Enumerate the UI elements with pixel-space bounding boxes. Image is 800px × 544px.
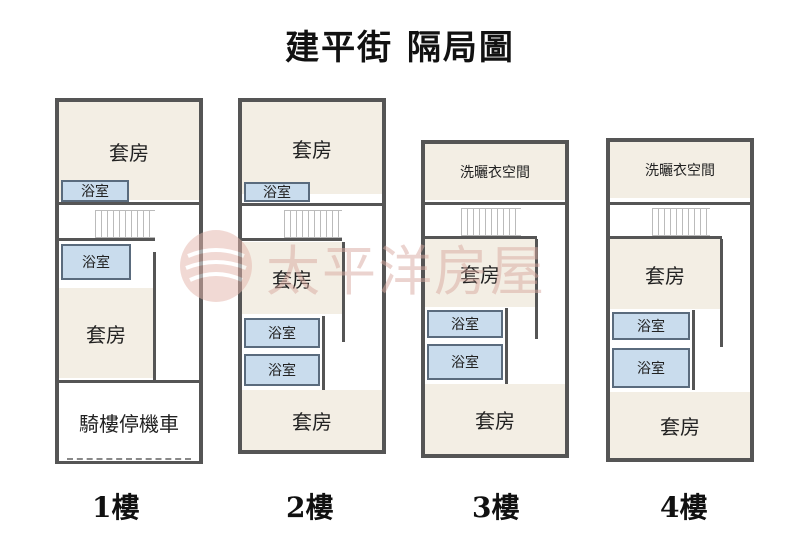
room-suite-top: 套房 (242, 102, 382, 194)
room-laundry: 洗曬衣空間 (610, 142, 750, 198)
room-bath-1: 浴室 (61, 180, 129, 202)
room-suite-bottom: 套房 (425, 384, 565, 454)
floor-label-3: 3樓 (472, 491, 520, 524)
wall (610, 202, 750, 205)
dashed-edge (67, 458, 191, 460)
floor-plan-3: 洗曬衣空間 套房 浴室 浴室 套房 (421, 140, 569, 458)
room-laundry: 洗曬衣空間 (425, 144, 565, 200)
room-suite-mid: 套房 (242, 242, 342, 314)
room-suite-mid: 套房 (425, 239, 535, 307)
floor-label-1: 1樓 (92, 491, 140, 524)
wall (242, 238, 342, 241)
wall (425, 202, 565, 205)
room-bath-1: 浴室 (244, 182, 310, 202)
room-suite-mid: 套房 (610, 239, 720, 309)
stairs (461, 208, 521, 236)
wall (153, 252, 156, 382)
room-bath-1: 浴室 (612, 312, 690, 340)
page-title: 建平街 隔局圖 (285, 28, 515, 68)
room-bath-2: 浴室 (427, 344, 503, 380)
wall (505, 308, 508, 386)
floor-plan-2: 套房 浴室 套房 浴室 浴室 套房 (238, 98, 386, 454)
room-suite-bottom: 套房 (242, 390, 382, 450)
wall (610, 236, 722, 239)
stairs (95, 210, 155, 238)
wall (59, 202, 199, 205)
stairs (284, 210, 342, 238)
room-suite-bottom: 套房 (610, 392, 750, 458)
room-bath-2: 浴室 (612, 348, 690, 388)
stairs (652, 208, 710, 236)
room-bath-3: 浴室 (244, 354, 320, 386)
wall (59, 238, 155, 241)
wall (692, 310, 695, 390)
taiping-swirl-logo (180, 230, 252, 302)
wall (425, 236, 537, 239)
wall (242, 203, 382, 206)
watermark: 太平洋房屋 (176, 226, 546, 306)
room-bath-2: 浴室 (61, 244, 131, 280)
room-bath-1: 浴室 (427, 310, 503, 338)
wall (59, 380, 199, 383)
watermark-text: 太平洋房屋 (266, 239, 546, 303)
floor-plan-1: 套房 浴室 浴室 套房 騎樓停機車 (55, 98, 203, 464)
wall (720, 239, 723, 347)
wall (535, 239, 538, 339)
room-parking: 騎樓停機車 (59, 383, 199, 461)
floor-label-2: 2樓 (286, 491, 334, 524)
wall (342, 242, 345, 342)
floor-plan-4: 洗曬衣空間 套房 浴室 浴室 套房 (606, 138, 754, 462)
room-bath-2: 浴室 (244, 318, 320, 348)
wall (322, 316, 325, 392)
room-suite-bottom: 套房 (59, 288, 153, 378)
floor-label-4: 4樓 (660, 491, 708, 524)
